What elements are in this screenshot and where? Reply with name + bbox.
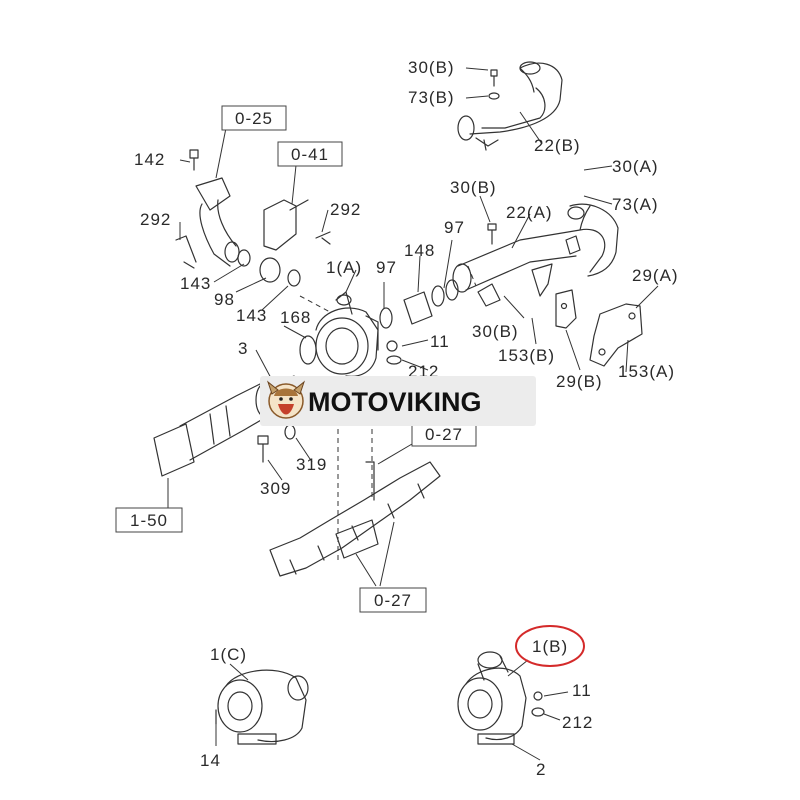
label-319: 319 xyxy=(296,455,327,474)
label-1b: 1(B) xyxy=(532,637,568,656)
label-11-lower: 11 xyxy=(572,681,592,700)
ref-0-41-text: 0-41 xyxy=(291,145,329,164)
label-148: 148 xyxy=(404,241,435,260)
label-153a: 153(A) xyxy=(618,362,675,381)
exhaust-pipe-1-50 xyxy=(153,383,273,477)
label-97-left: 97 xyxy=(376,258,397,277)
label-97-right: 97 xyxy=(444,218,465,237)
label-22a: 22(A) xyxy=(506,203,553,222)
label-73b: 73(B) xyxy=(408,88,455,107)
exhaust-manifold-0-27 xyxy=(269,461,441,577)
intake-pipe-22b xyxy=(457,61,563,151)
ref-0-27-lower-text: 0-27 xyxy=(374,591,412,610)
label-1c: 1(C) xyxy=(210,645,247,664)
label-11: 11 xyxy=(430,332,450,351)
bracket-29b xyxy=(555,289,577,329)
label-143-lower: 143 xyxy=(236,306,267,325)
bolts-left xyxy=(175,149,331,269)
bolt-309-washer-319 xyxy=(257,424,296,463)
label-98: 98 xyxy=(214,290,235,309)
label-30b: 30(B) xyxy=(408,58,455,77)
ref-1-50-text: 1-50 xyxy=(130,511,168,530)
gasket-168 xyxy=(299,335,317,365)
bracket-29a xyxy=(589,303,643,367)
label-29b: 29(B) xyxy=(556,372,603,391)
ref-0-25-text: 0-25 xyxy=(235,109,273,128)
label-1a: 1(A) xyxy=(326,258,362,277)
ref-box-0-27-lower: 0-27 xyxy=(359,587,427,613)
label-30a: 30(A) xyxy=(612,157,659,176)
ref-box-0-25: 0-25 xyxy=(221,105,287,131)
label-153b: 153(B) xyxy=(498,346,555,365)
watermark: MOTOVIKING xyxy=(260,376,536,426)
label-73a: 73(A) xyxy=(612,195,659,214)
label-30b-mid: 30(B) xyxy=(450,178,497,197)
center-lines xyxy=(299,265,477,560)
hose-148-clamps-97 xyxy=(379,279,459,329)
watermark-text: MOTOVIKING xyxy=(308,387,482,417)
bracket-0-41 xyxy=(263,199,309,251)
part-labels: 30(B) 73(B) 22(B) 30(A) 73(A) 30(B) 22(A… xyxy=(134,58,679,779)
label-292-left: 292 xyxy=(140,210,171,229)
ref-box-1-50: 1-50 xyxy=(115,507,183,533)
label-168: 168 xyxy=(280,308,311,327)
ref-box-0-41: 0-41 xyxy=(277,141,343,167)
label-309: 309 xyxy=(260,479,291,498)
label-212-lower: 212 xyxy=(562,713,593,732)
label-3: 3 xyxy=(238,339,248,358)
air-elbow-0-25 xyxy=(195,177,240,267)
turbocharger-1b xyxy=(457,651,545,745)
leader-lines xyxy=(167,67,659,761)
intake-pipe-22a xyxy=(452,203,619,307)
highlight-circle-1b xyxy=(515,625,585,667)
turbocharger-1a xyxy=(315,291,402,377)
ref-0-27-upper-text: 0-27 xyxy=(425,425,463,444)
label-2: 2 xyxy=(536,760,546,779)
label-143-upper: 143 xyxy=(180,274,211,293)
label-292-right: 292 xyxy=(330,200,361,219)
turbocharger-1c xyxy=(215,669,309,745)
viking-logo-icon xyxy=(266,380,306,419)
hose-clamps-left xyxy=(237,249,301,287)
label-29a: 29(A) xyxy=(632,266,679,285)
label-142: 142 xyxy=(134,150,165,169)
label-22b: 22(B) xyxy=(534,136,581,155)
label-30b-low: 30(B) xyxy=(472,322,519,341)
label-14: 14 xyxy=(200,751,221,770)
